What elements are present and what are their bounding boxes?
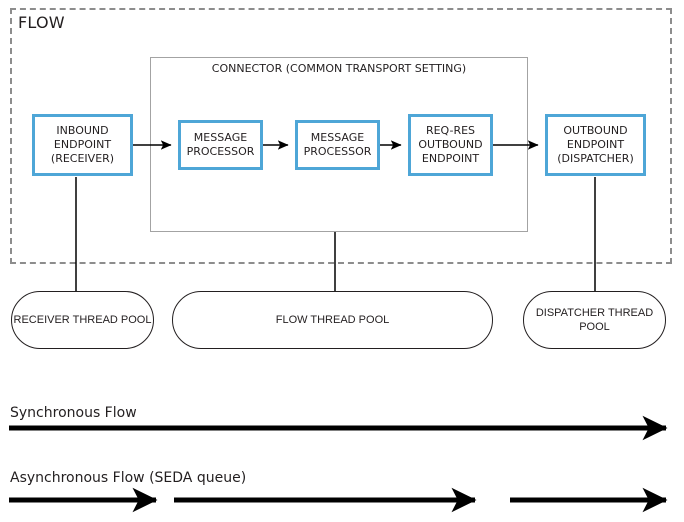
node-message-processor-1[interactable]: MESSAGE PROCESSOR bbox=[178, 120, 263, 170]
node-message-processor-1-line2: PROCESSOR bbox=[186, 145, 255, 158]
node-req-res-outbound-endpoint[interactable]: REQ-RES OUTBOUND ENDPOINT bbox=[408, 114, 493, 176]
pool-receiver-line1: RECEIVER bbox=[13, 314, 70, 326]
node-message-processor-2-line2: PROCESSOR bbox=[303, 145, 372, 158]
node-message-processor-1-line1: MESSAGE bbox=[193, 131, 248, 144]
pool-flow-thread-pool[interactable]: FLOW THREAD POOL bbox=[172, 291, 493, 349]
connector-title: CONNECTOR (COMMON TRANSPORT SETTING) bbox=[150, 62, 528, 76]
flow-boundary bbox=[10, 8, 672, 264]
pool-dispatcher-thread-pool[interactable]: DISPATCHER THREAD POOL bbox=[523, 291, 666, 349]
node-outbound-endpoint-line1: OUTBOUND bbox=[563, 124, 628, 137]
legend-synchronous-flow-label: Synchronous Flow bbox=[10, 405, 137, 421]
node-outbound-endpoint[interactable]: OUTBOUND ENDPOINT (DISPATCHER) bbox=[545, 114, 646, 176]
node-req-res-line3: ENDPOINT bbox=[421, 152, 480, 165]
node-req-res-line1: REQ-RES bbox=[425, 124, 476, 137]
node-inbound-endpoint[interactable]: INBOUND ENDPOINT (RECEIVER) bbox=[32, 114, 133, 176]
legend-asynchronous-flow-label: Asynchronous Flow (SEDA queue) bbox=[10, 470, 247, 486]
node-req-res-line2: OUTBOUND bbox=[418, 138, 483, 151]
pool-dispatcher-line1: DISPATCHER bbox=[535, 307, 606, 319]
pool-receiver-line2: THREAD POOL bbox=[72, 314, 152, 326]
node-outbound-endpoint-line3: (DISPATCHER) bbox=[557, 152, 634, 165]
node-inbound-endpoint-line1: INBOUND bbox=[56, 124, 109, 137]
connector-title-line1: CONNECTOR bbox=[211, 62, 283, 75]
node-outbound-endpoint-line2: ENDPOINT bbox=[566, 138, 625, 151]
pool-flow-line2: THREAD POOL bbox=[310, 314, 390, 326]
connector-title-line2: (COMMON TRANSPORT SETTING) bbox=[285, 62, 467, 75]
node-inbound-endpoint-line3: (RECEIVER) bbox=[50, 152, 115, 165]
node-message-processor-2-line1: MESSAGE bbox=[310, 131, 365, 144]
node-message-processor-2[interactable]: MESSAGE PROCESSOR bbox=[295, 120, 380, 170]
pool-receiver-thread-pool[interactable]: RECEIVER THREAD POOL bbox=[11, 291, 154, 349]
pool-dispatcher-line2: THREAD POOL bbox=[579, 307, 654, 333]
pool-flow-line1: FLOW bbox=[275, 314, 308, 326]
flow-title: FLOW bbox=[18, 13, 65, 32]
node-inbound-endpoint-line2: ENDPOINT bbox=[53, 138, 112, 151]
